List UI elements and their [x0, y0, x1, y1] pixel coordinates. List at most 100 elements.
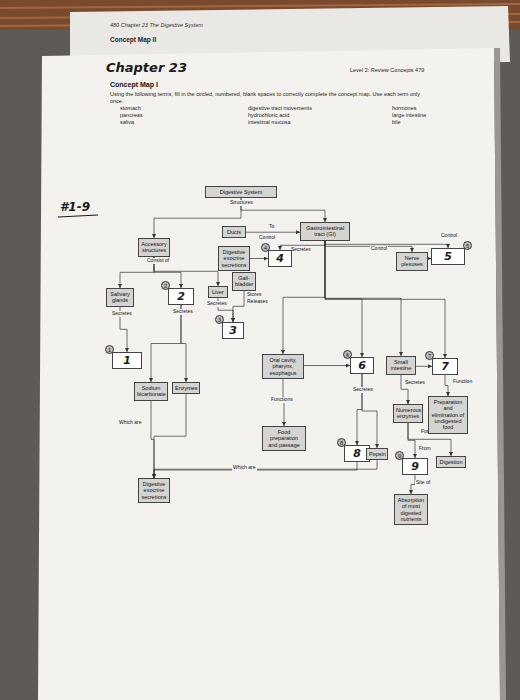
answer-blank: 11: [112, 352, 142, 369]
connector: [151, 401, 154, 478]
callout-number: 6: [343, 350, 352, 359]
connector: [325, 241, 412, 252]
answer-blank: 55: [431, 248, 465, 265]
linking-phrase: Control: [258, 235, 276, 241]
concept-box: Numerous enzymes: [393, 404, 423, 423]
box-text: Digestive exocrine secretions: [221, 249, 247, 268]
page-text: intestinal mucosa: [248, 119, 291, 126]
handwritten-answer: 1: [115, 355, 139, 366]
concept-box: Nerve plexuses: [396, 252, 428, 271]
concept-box: Digestive exocrine secretions: [218, 246, 250, 271]
handwritten-answer: 7: [435, 361, 455, 372]
linking-phrase: Secretes: [404, 380, 426, 386]
box-text: Sodium bicarbonate: [137, 385, 165, 398]
handwritten-answer: 2: [171, 291, 191, 302]
connector: [151, 305, 181, 382]
box-text: Food preparation and passage: [265, 429, 303, 448]
page-text: digestive tract movements: [248, 105, 312, 112]
page-text: saliva: [120, 119, 134, 126]
callout-number: 4: [261, 243, 270, 252]
linking-phrase: Functions: [270, 397, 294, 403]
connector: [233, 291, 244, 322]
page-text: 480 Chapter 23 The Digestive System: [110, 22, 203, 28]
linking-phrase: Structures: [229, 200, 254, 206]
connector: [250, 258, 268, 259]
page-text: hormones: [392, 105, 416, 112]
linking-phrase: Site of: [415, 480, 431, 486]
concept-box: Food preparation and passage: [262, 426, 306, 451]
concept-box: Small intestine: [386, 356, 416, 375]
linking-phrase: Releases: [246, 299, 269, 305]
linking-phrase: Function: [452, 379, 473, 385]
page-text: hydrochloric acid: [248, 112, 289, 119]
box-text: Preparation and elimination of undigeste…: [431, 399, 465, 431]
page-text: large intestine: [392, 112, 426, 119]
answer-blank: 33: [222, 322, 244, 339]
concept-box: Oral cavity, pharynx, esophagus: [262, 354, 304, 379]
linking-phrase: Control: [370, 246, 388, 252]
connector: [154, 462, 357, 478]
answer-blank: 22: [168, 288, 194, 305]
answer-blank: 77: [432, 358, 458, 375]
box-text: Gall-bladder: [235, 275, 253, 288]
page-text: Level 2: Review Concepts 479: [350, 67, 424, 74]
connector: [181, 305, 186, 382]
concept-box: Gall-bladder: [232, 272, 256, 291]
connector: [325, 241, 445, 358]
callout-number: 3: [215, 315, 224, 324]
concept-box: Digestion: [436, 456, 466, 468]
callout-number: 8: [337, 438, 346, 447]
handwritten-answer: 9: [405, 461, 425, 472]
box-text: Nerve plexuses: [399, 255, 425, 268]
page-text: Using the following terms, fill in the c…: [110, 91, 420, 105]
connector: [325, 241, 401, 356]
linking-phrase: From: [418, 446, 432, 452]
box-text: Gastrointestinal tract (GI): [303, 225, 347, 238]
linking-phrase: Secretes: [172, 309, 194, 315]
connector: [325, 241, 362, 357]
linking-phrase: Which are: [232, 465, 257, 471]
box-text: Absorption of most digested nutrients: [397, 497, 425, 522]
box-text: Liver: [211, 289, 225, 295]
linking-phrase: Control: [440, 233, 458, 239]
page-text: Concept Map II: [110, 36, 156, 43]
answer-blank: 66: [350, 357, 374, 374]
linking-phrase: Which are: [118, 420, 143, 426]
box-text: Digestive exocrine secretions: [141, 481, 167, 500]
concept-box: Salivary glands: [106, 288, 134, 307]
box-text: Ducts: [225, 229, 243, 235]
callout-number: 7: [425, 351, 434, 360]
linking-phrase: To: [268, 224, 275, 230]
connector: [154, 394, 186, 478]
concept-box: Digestive System: [205, 186, 277, 198]
box-text: Digestive System: [208, 189, 274, 195]
handwritten-underline: [58, 215, 98, 217]
callout-number: 5: [463, 241, 472, 250]
connector: [304, 365, 350, 366]
connector: [445, 375, 448, 396]
concept-box: Accessory structures: [138, 238, 170, 257]
connector: [401, 375, 408, 404]
connector: [416, 366, 432, 367]
handwritten-answer: 5: [434, 251, 462, 262]
concept-box: Pepsin: [366, 448, 388, 460]
page-text: #1-9: [60, 200, 90, 214]
box-text: Digestion: [439, 459, 463, 465]
callout-number: 2: [161, 281, 170, 290]
page-text: Chapter 23: [106, 60, 187, 75]
page-text: stomach: [120, 105, 141, 112]
box-text: Salivary glands: [109, 291, 131, 304]
handwritten-answer: 4: [271, 253, 289, 264]
box-text: Accessory structures: [141, 241, 167, 254]
answer-blank: 44: [268, 250, 292, 267]
concept-box: Digestive exocrine secretions: [138, 478, 170, 503]
page-text: bile: [392, 119, 401, 126]
box-text: Oral cavity, pharynx, esophagus: [265, 357, 301, 376]
handwritten-answer: 8: [347, 448, 367, 459]
callout-number: 9: [395, 451, 404, 460]
front-page: [38, 48, 500, 700]
linking-phrase: Secretes: [111, 311, 133, 317]
linking-phrase: Secretes: [352, 387, 374, 393]
